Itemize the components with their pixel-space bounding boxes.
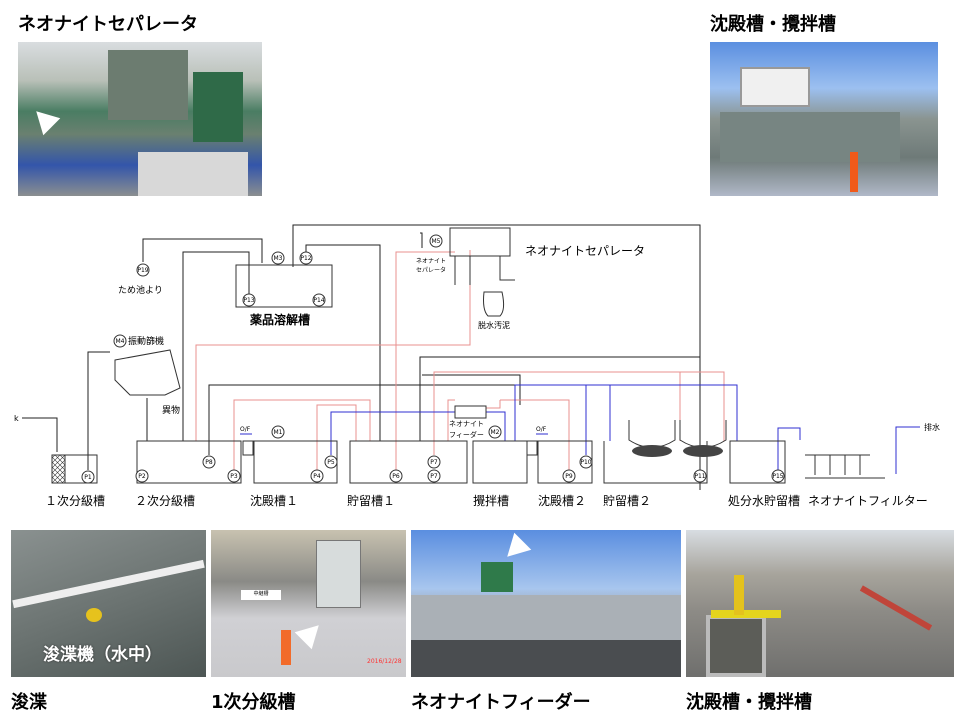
photo-caption-primary-tank: 1次分級槽 [211,692,296,713]
label-inlet: k [14,414,19,423]
label-foreign: 異物 [162,404,180,416]
red-pipes [195,250,725,470]
pump-p7: P7 [430,459,438,466]
motor-m4: M4 [116,338,125,345]
pump-p7: P7 [430,473,438,480]
label-screen: 振動篩機 [128,335,164,347]
pump-p3: P3 [230,473,238,480]
motor-m3: M3 [274,255,283,262]
photo-dredging: 浚渫機（水中） [11,530,206,677]
motor-m2: M2 [491,429,500,436]
pump-p6: P6 [392,473,400,480]
arrow-icon [27,102,61,136]
label-drain: 排水 [924,422,940,432]
label-storage-2: 貯留槽２ [603,494,651,508]
photo-primary-tank: 中継槽 2016/12/28 [211,530,406,677]
label-overflow: O/F [240,426,251,433]
arrow-icon [294,616,328,650]
pump-p9: P9 [565,473,573,480]
label-feeder: フィーダー [449,430,484,439]
pump-p1: P1 [84,474,92,481]
photo-settling-mixing [686,530,954,677]
photo-feeder [411,530,681,677]
pump-p14: P14 [313,297,324,304]
pump-p10: P10 [580,459,591,466]
label-tank-secondary: ２次分級槽 [135,494,195,508]
arrow-icon [498,532,532,566]
pump-p15: P15 [772,473,783,480]
sign-relay-tank: 中継槽 [241,590,281,600]
photo-caption-separator: ネオナイトセパレータ [18,14,198,35]
photo-caption-tanks: 沈殿槽・攪拌槽 [710,14,836,35]
overlay-dredger-underwater: 浚渫機（水中） [43,645,162,665]
photo-caption-dredging: 浚渫 [11,692,47,713]
motor-m1: M1 [274,429,283,436]
pump-p19: P19 [137,267,148,274]
label-separator-small: セパレータ [416,266,446,274]
label-feeder: ネオナイト [449,420,484,428]
label-separator-small: ネオナイト [416,258,446,265]
label-separator: ネオナイトセパレータ [525,244,645,258]
label-disposal-storage: 処分水貯留槽 [728,494,800,508]
pump-p13: P13 [243,297,254,304]
label-mixing: 攪拌槽 [473,493,509,508]
label-pond: ため池より [118,284,163,296]
date-stamp: 2016/12/28 [367,658,402,665]
label-overflow: O/F [536,426,547,433]
label-filter: ネオナイトフィルター [808,494,928,508]
photo-tanks-top [710,42,938,196]
pump-p12: P12 [300,255,311,262]
pump-p11: P11 [694,473,705,480]
pump-p4: P4 [313,473,321,480]
label-chem-tank: 薬品溶解槽 [250,312,310,327]
pump-circles [81,234,785,484]
pump-p2: P2 [138,473,146,480]
pump-p8: P8 [205,459,213,466]
black-pipes [22,224,701,490]
gravel [632,445,723,457]
pump-p5: P5 [327,459,335,466]
motor-m5: M5 [432,238,441,245]
label-tank-primary: １次分級槽 [45,494,105,508]
tanks [51,227,885,484]
photo-caption-feeder: ネオナイトフィーダー [411,692,591,713]
label-settling-2: 沈殿槽２ [538,493,586,508]
label-settling-1: 沈殿槽１ [250,493,298,508]
label-storage-1: 貯留槽１ [347,494,395,508]
process-flow-diagram: P1 P2 P3 P4 P5 P6 P7 P7 P8 P9 P10 P11 P1… [14,224,940,508]
label-sludge: 脱水汚泥 [478,320,510,330]
photo-caption-settling-mixing: 沈殿槽・攪拌槽 [686,692,812,713]
photo-separator [18,42,262,196]
blue-pipes [240,384,920,474]
